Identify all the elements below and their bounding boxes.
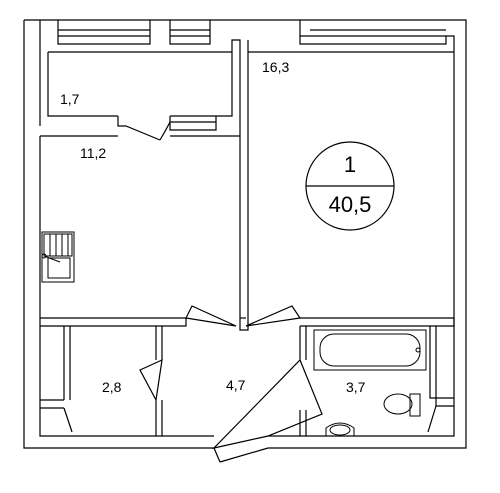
hallway-area: 4,7 — [226, 377, 246, 393]
washbasin-icon — [325, 422, 355, 436]
rooms-count: 1 — [344, 152, 356, 177]
living-room-area: 16,3 — [262, 59, 289, 75]
toilet-icon — [383, 393, 421, 417]
kitchen-area: 11,2 — [80, 145, 106, 161]
walls — [23, 19, 467, 463]
bathroom-area: 3,7 — [346, 379, 366, 395]
total-area: 40,5 — [329, 192, 372, 217]
apartment-badge: 1 40,5 — [305, 141, 395, 231]
kitchen-sink-icon — [41, 231, 75, 283]
balcony-area: 1,7 — [60, 91, 80, 107]
wardrobe-area: 2,8 — [102, 379, 122, 395]
bathtub-icon — [313, 329, 427, 371]
